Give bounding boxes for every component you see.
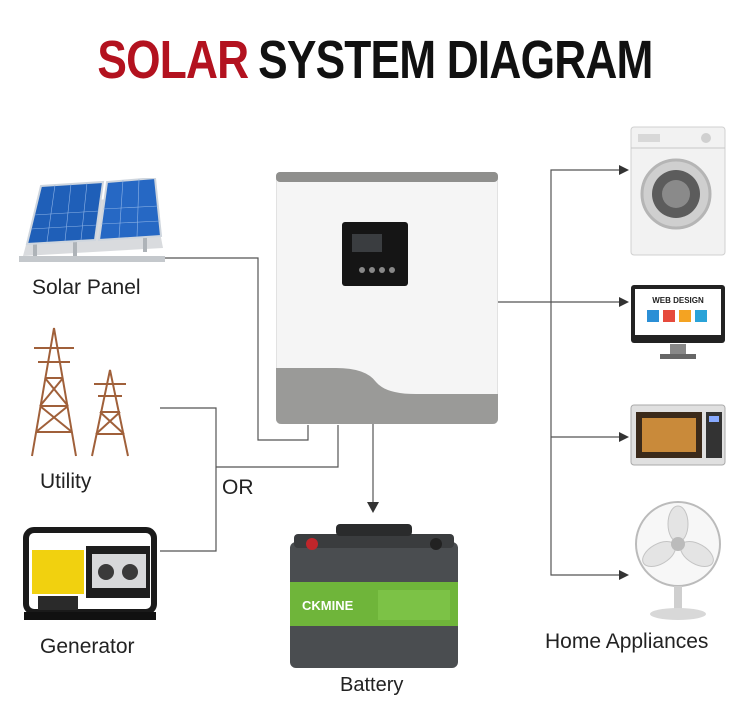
battery-brand: CKMINE (302, 598, 354, 613)
solar-panel-icon (19, 178, 165, 262)
microwave-icon (630, 404, 726, 466)
title-black-part: SYSTEM DIAGRAM (258, 30, 653, 90)
monitor-text: WEB DESIGN (652, 296, 704, 305)
utility-label: Utility (40, 470, 92, 493)
generator-label: Generator (40, 635, 135, 658)
monitor-icon: WEB DESIGN (631, 285, 725, 359)
battery-icon: CKMINE (290, 524, 458, 668)
battery-label: Battery (340, 674, 404, 696)
or-label: OR (222, 476, 254, 499)
solar-panel-label: Solar Panel (32, 276, 141, 299)
utility-tower-icon (31, 327, 129, 457)
washing-machine-icon (630, 126, 726, 256)
generator-icon (23, 527, 157, 620)
fan-icon (635, 501, 721, 620)
inverter-icon (276, 172, 498, 424)
home-appliances-label: Home Appliances (545, 630, 709, 653)
title-red-part: SOLAR (97, 30, 249, 90)
